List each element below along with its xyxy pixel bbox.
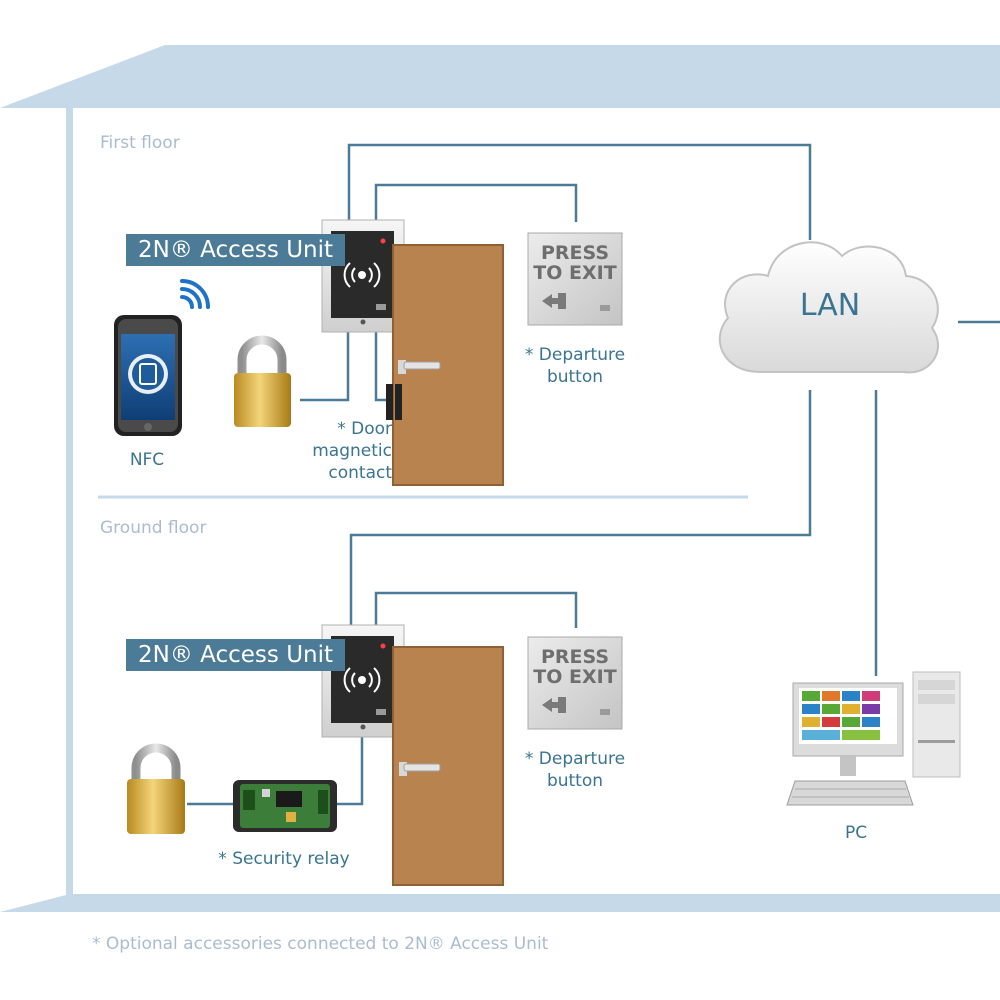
building-left-wall xyxy=(66,108,73,896)
first-floor-label: First floor xyxy=(100,133,180,153)
access-unit-label-ground-floor: 2N® Access Unit xyxy=(126,639,346,671)
door-ground-floor xyxy=(392,646,504,886)
door-contact-label: * Door magnetic contact xyxy=(296,418,392,484)
press-text-line-1: PRESS xyxy=(540,646,610,668)
press-to-exit-text-ground-floor: PRESS TO EXIT xyxy=(528,647,622,687)
press-to-exit-text-first-floor: PRESS TO EXIT xyxy=(528,243,622,283)
lock-wire-first-floor xyxy=(300,332,350,402)
press-text-line-2: TO EXIT xyxy=(533,666,617,688)
press-text-line-1: PRESS xyxy=(540,242,610,264)
departure-wire-first-floor xyxy=(374,183,578,222)
departure-button-label-first-floor: * Departure button xyxy=(515,344,635,388)
phone-nfc-icon xyxy=(114,315,182,436)
building-roof xyxy=(0,45,1000,108)
departure-button-device-first-floor xyxy=(527,232,623,326)
press-text-line-2: TO EXIT xyxy=(533,262,617,284)
lan-wire-ground-floor xyxy=(349,390,812,625)
relay-unit-wire xyxy=(333,737,364,806)
building-floor xyxy=(0,894,1000,912)
pc-computer-icon xyxy=(786,671,961,806)
departure-label-line-1: * Departure xyxy=(524,749,626,769)
door-magnetic-contact-icon xyxy=(386,384,402,420)
access-unit-device-first-floor xyxy=(321,219,405,333)
footnote: * Optional accessories connected to 2N® … xyxy=(92,934,549,954)
door-first-floor xyxy=(392,244,504,486)
nfc-label: NFC xyxy=(129,450,165,470)
door-contact-line-1: * Door xyxy=(337,419,392,439)
security-relay-label: * Security relay xyxy=(218,849,350,869)
departure-button-device-ground-floor xyxy=(527,636,623,730)
departure-label-line-2: button xyxy=(546,771,604,791)
departure-wire-ground-floor xyxy=(374,591,578,628)
nfc-waves-icon xyxy=(180,279,210,309)
wiring xyxy=(187,143,1000,806)
pc-label: PC xyxy=(844,823,868,843)
door-contact-line-3: contact xyxy=(328,463,392,483)
padlock-icon-first-floor xyxy=(234,335,291,427)
door-contact-line-2: magnetic xyxy=(312,441,392,461)
building xyxy=(0,45,1000,912)
padlock-icon-ground-floor xyxy=(127,743,185,834)
departure-button-label-ground-floor: * Departure button xyxy=(515,748,635,792)
departure-label-line-2: button xyxy=(546,367,604,387)
access-unit-label-first-floor: 2N® Access Unit xyxy=(126,234,346,266)
lan-label: LAN xyxy=(799,288,861,323)
contact-wire-first-floor xyxy=(374,332,388,402)
ground-floor-label: Ground floor xyxy=(100,518,207,538)
departure-label-line-1: * Departure xyxy=(524,345,626,365)
security-relay-icon xyxy=(233,780,337,832)
lan-wire-first-floor xyxy=(347,143,812,240)
lan-cloud xyxy=(718,241,939,374)
